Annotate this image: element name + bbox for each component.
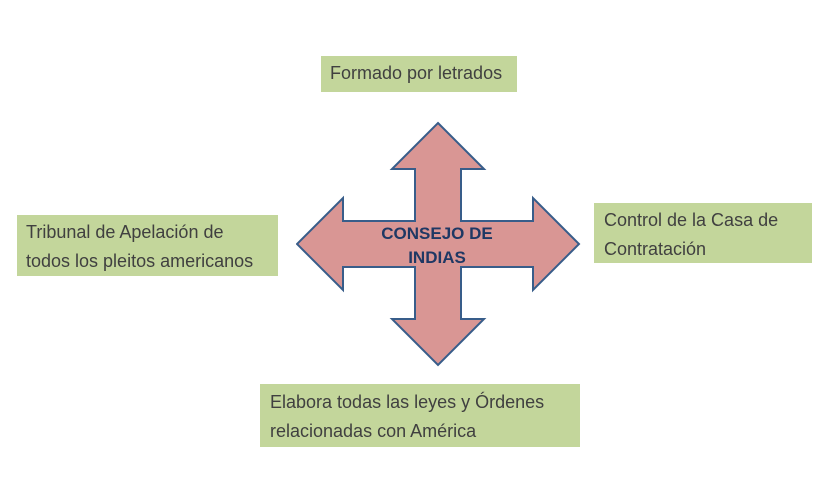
node-bottom-label-line2: relacionadas con América [270,421,477,441]
center-label-line2: INDIAS [408,248,466,267]
node-tribunal-de-apelacion: Tribunal de Apelación de todos los pleit… [17,215,278,276]
node-right-label-line2: Contratación [604,239,707,259]
quad-arrow-icon [296,121,581,367]
center-label-line1: CONSEJO DE [381,224,493,243]
node-formado-por-letrados: Formado por letrados [321,56,517,92]
node-right-label-line1: Control de la Casa de [604,210,779,230]
node-elabora-leyes: Elabora todas las leyes y Órdenes relaci… [260,384,580,447]
node-left-label-line2: todos los pleitos americanos [26,251,254,271]
node-left-label-line1: Tribunal de Apelación de [26,222,224,242]
node-top-label: Formado por letrados [330,63,503,83]
node-consejo-de-indias: CONSEJO DE INDIAS [337,222,537,270]
node-bottom-label-line1: Elabora todas las leyes y Órdenes [270,392,545,412]
node-control-casa-contratacion: Control de la Casa de Contratación [594,203,812,263]
quad-arrow-shape [296,121,581,367]
